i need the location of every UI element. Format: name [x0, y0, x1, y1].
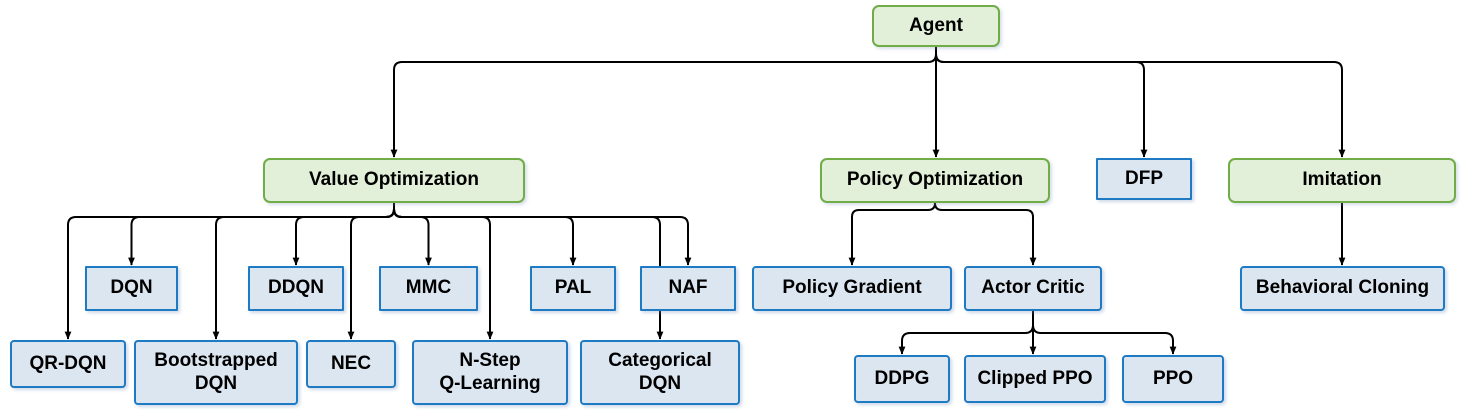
node-pal[interactable]: PAL — [530, 266, 616, 311]
node-label-qr_dqn: QR-DQN — [29, 352, 107, 374]
node-policy_optimization[interactable]: Policy Optimization — [820, 158, 1050, 203]
node-behavioral_cloning[interactable]: Behavioral Cloning — [1240, 266, 1445, 311]
edge-policy_optimization-to-policy_gradient — [848, 202, 936, 266]
node-value_optimization[interactable]: Value Optimization — [263, 158, 525, 203]
edge-value_optimization-to-pal — [393, 203, 577, 266]
node-label-nec: NEC — [330, 352, 372, 374]
edge-value_optimization-to-naf — [393, 203, 692, 266]
edge-actor_critic-to-ddpg — [898, 311, 1034, 355]
edge-value_optimization-to-mmc — [393, 203, 432, 266]
node-n_step_q_learning[interactable]: N-Step Q-Learning — [412, 340, 568, 405]
node-categorical_dqn[interactable]: Categorical DQN — [580, 340, 740, 405]
node-ppo[interactable]: PPO — [1122, 355, 1224, 403]
node-label-value_optimization: Value Optimization — [309, 169, 479, 191]
node-label-n_step_q_learning: N-Step Q-Learning — [439, 350, 541, 394]
node-agent[interactable]: Agent — [872, 5, 1000, 47]
node-label-mmc: MMC — [405, 277, 452, 299]
node-label-categorical_dqn: Categorical DQN — [608, 350, 712, 394]
node-qr_dqn[interactable]: QR-DQN — [10, 340, 126, 388]
node-label-imitation: Imitation — [1302, 169, 1382, 191]
node-naf[interactable]: NAF — [640, 266, 736, 311]
edge-agent-to-value_optimization — [390, 47, 937, 158]
node-mmc[interactable]: MMC — [379, 266, 478, 311]
edge-agent-to-imitation — [935, 47, 1346, 158]
node-nec[interactable]: NEC — [306, 340, 396, 388]
node-label-ddpg: DDPG — [874, 367, 930, 389]
node-label-dfp: DFP — [1125, 167, 1163, 189]
node-label-agent: Agent — [909, 14, 963, 36]
node-ddqn[interactable]: DDQN — [248, 266, 344, 311]
node-label-ddqn: DDQN — [268, 277, 324, 299]
node-label-behavioral_cloning: Behavioral Cloning — [1255, 277, 1430, 299]
edge-value_optimization-to-dqn — [128, 203, 395, 266]
node-ddpg[interactable]: DDPG — [854, 355, 950, 403]
node-dqn[interactable]: DQN — [85, 266, 178, 311]
node-imitation[interactable]: Imitation — [1228, 158, 1456, 203]
node-label-policy_optimization: Policy Optimization — [846, 169, 1024, 191]
node-policy_gradient[interactable]: Policy Gradient — [752, 266, 952, 311]
node-label-dqn: DQN — [110, 277, 153, 299]
node-bootstrapped_dqn[interactable]: Bootstrapped DQN — [134, 340, 298, 405]
edge-value_optimization-to-ddqn — [292, 203, 395, 266]
edge-actor_critic-to-ppo — [1032, 311, 1177, 355]
node-clipped_ppo[interactable]: Clipped PPO — [964, 355, 1106, 403]
edge-policy_optimization-to-actor_critic — [934, 202, 1037, 266]
node-label-policy_gradient: Policy Gradient — [782, 277, 922, 299]
node-label-actor_critic: Actor Critic — [981, 277, 1085, 299]
node-label-naf: NAF — [668, 277, 708, 299]
node-label-ppo: PPO — [1152, 367, 1194, 389]
edge-agent-to-dfp — [935, 47, 1148, 158]
node-label-clipped_ppo: Clipped PPO — [977, 367, 1093, 389]
node-label-pal: PAL — [554, 277, 592, 299]
node-label-bootstrapped_dqn: Bootstrapped DQN — [154, 350, 278, 394]
node-dfp[interactable]: DFP — [1096, 158, 1192, 200]
node-actor_critic[interactable]: Actor Critic — [964, 266, 1102, 311]
